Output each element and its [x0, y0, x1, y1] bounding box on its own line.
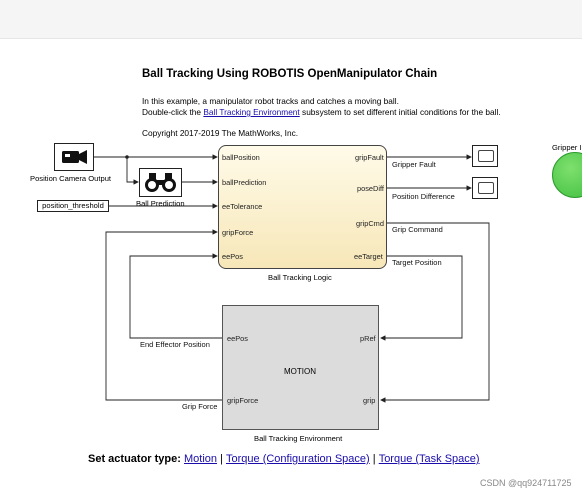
env-out-pref: pRef: [360, 334, 376, 343]
logic-out-posediff: poseDiff: [357, 184, 384, 193]
actuator-prefix: Set actuator type:: [88, 453, 181, 465]
description-line-2: Double-click the Ball Tracking Environme…: [142, 107, 501, 118]
torque-task-space-link[interactable]: Torque (Task Space): [378, 453, 480, 465]
logic-in-ballprediction: ballPrediction: [222, 178, 267, 187]
description: In this example, a manipulator robot tra…: [142, 96, 501, 118]
logic-out-gripcmd: gripCmd: [356, 219, 384, 228]
logic-in-eepos: eePos: [222, 252, 243, 261]
env-subsystem-link[interactable]: Ball Tracking Environment: [203, 107, 300, 117]
description-suffix: subsystem to set different initial condi…: [299, 107, 501, 117]
signal-position-difference: Position Difference: [392, 192, 455, 201]
wire-eepos-feedback: [129, 253, 222, 339]
copyright: Copyright 2017-2019 The MathWorks, Inc.: [142, 128, 299, 138]
logic-in-ballposition: ballPosition: [222, 153, 260, 162]
env-in-eepos: eePos: [227, 334, 248, 343]
env-block-name: Ball Tracking Environment: [254, 434, 343, 443]
gripper-fault-scope[interactable]: [472, 145, 498, 167]
torque-configuration-link[interactable]: Torque (Configuration Space): [226, 453, 370, 465]
camera-block[interactable]: [54, 143, 94, 171]
wire-branch-prediction: [126, 157, 139, 185]
signal-grip-command: Grip Command: [392, 225, 443, 234]
ball-tracking-logic-block[interactable]: [218, 145, 387, 269]
description-line-1: In this example, a manipulator robot tra…: [142, 96, 399, 106]
motion-link[interactable]: Motion: [183, 453, 218, 465]
signal-grip-force: Grip Force: [182, 402, 218, 411]
logic-in-eetolerance: eeTolerance: [222, 202, 263, 211]
wire-gripcmd-env: [380, 222, 490, 403]
ball-tracking-environment-block[interactable]: [222, 305, 379, 430]
separator: |: [372, 453, 376, 465]
watermark: CSDN @qq924711725: [480, 478, 572, 488]
description-prefix: Double-click the: [142, 107, 204, 117]
logic-in-gripforce: gripForce: [222, 228, 254, 237]
signal-end-effector-position: End Effector Position: [140, 340, 210, 349]
separator: |: [220, 453, 223, 465]
env-out-grip: grip: [363, 396, 376, 405]
page-title: Ball Tracking Using ROBOTIS OpenManipula…: [142, 68, 438, 80]
wire-junction: [125, 155, 129, 159]
lamp-label: Gripper I: [552, 143, 582, 152]
signal-gripper-fault: Gripper Fault: [392, 160, 436, 169]
toolbar-band: [0, 0, 582, 39]
wire-eetarget-env: [380, 255, 463, 341]
logic-out-gripfault: gripFault: [355, 153, 384, 162]
actuator-type-bar: Set actuator type: Motion | Torque (Conf…: [88, 453, 480, 465]
prediction-label: Ball Prediction: [136, 199, 185, 208]
position-threshold-block[interactable]: position_threshold: [37, 200, 109, 212]
signal-target-position: Target Position: [392, 258, 442, 267]
scope-screen-icon: [478, 182, 494, 194]
env-motion-text: MOTION: [284, 367, 316, 376]
logic-out-eetarget: eeTarget: [354, 252, 383, 261]
video-camera-icon: [62, 150, 87, 164]
camera-label: Position Camera Output: [30, 174, 112, 183]
wire-gripforce-feedback: [105, 229, 222, 401]
ball-prediction-block[interactable]: [139, 168, 182, 197]
scope-screen-icon: [478, 150, 494, 162]
logic-block-name: Ball Tracking Logic: [268, 273, 332, 282]
binoculars-icon: [145, 173, 176, 192]
position-difference-scope[interactable]: [472, 177, 498, 199]
gripper-indicator-lamp[interactable]: [552, 152, 582, 198]
env-in-gripforce: gripForce: [227, 396, 259, 405]
